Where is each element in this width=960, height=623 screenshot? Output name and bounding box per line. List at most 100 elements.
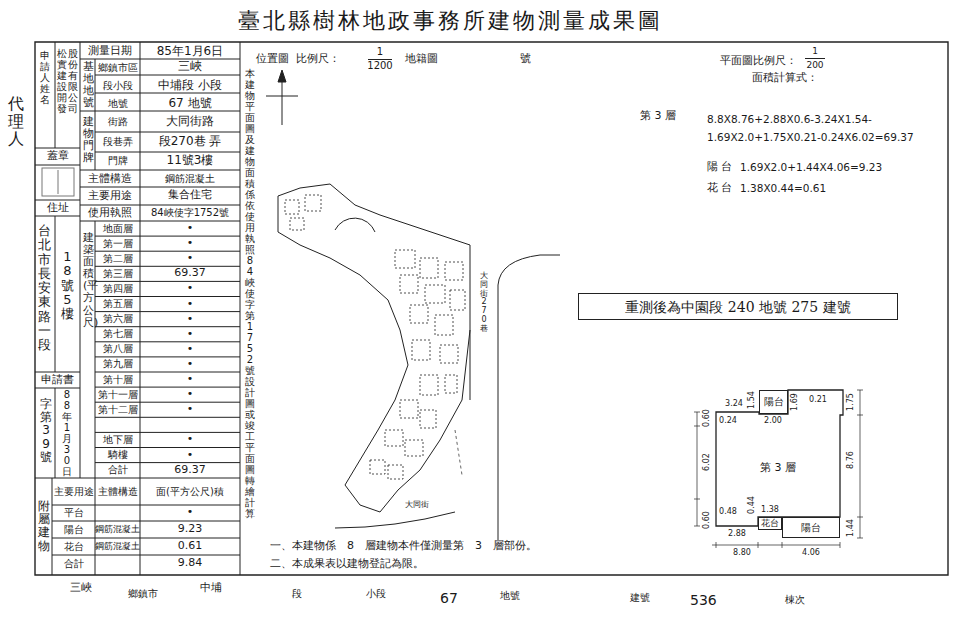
floor-name: 地面層 (103, 223, 133, 234)
map-heading: 位置圖 (256, 52, 289, 65)
floor-name: 第九層 (103, 358, 133, 369)
application-date: 88年1月30日 (62, 389, 72, 477)
field-value-holder: 大同街路 (140, 115, 240, 129)
group-name-holder: 建物門牌 (83, 116, 94, 164)
renumbering-box: 重測後為中園段 240 地號 275 建號 (578, 293, 898, 320)
dimension: 1.69 (790, 393, 799, 411)
table-cell-holder: 陽台 (52, 524, 95, 536)
address-holder: 18號5樓 (61, 250, 74, 321)
area-value: • (187, 505, 194, 518)
floor-name: 第十二層 (98, 404, 138, 415)
scale-value: 1200 (367, 60, 392, 71)
table-cell-holder: 合計 (52, 558, 95, 570)
footer-value-holder: 三峽 (70, 582, 92, 595)
node-text: 陽台 (764, 397, 784, 407)
field-name-holder: 申請書 (35, 374, 80, 387)
dimension: 2.00 (764, 416, 782, 425)
address-holder: 台北市長安東路一段 (38, 224, 51, 353)
dimension: 0.21 (809, 395, 827, 404)
road-edges (335, 255, 560, 540)
formula-name: 花 台 (707, 181, 733, 194)
field-value-holder: 67 地號 (140, 97, 240, 111)
footer-field-holder: 鄉鎮市 (128, 588, 158, 600)
area-value: • (187, 342, 194, 355)
note: 二、本成果表以建物登記為限。 (270, 557, 424, 570)
dimension: 0.48 (719, 507, 737, 516)
north-arrowhead (278, 70, 286, 82)
field-name-holder: 使用執照 (80, 207, 140, 220)
applicant-name: 股份有限公司 (68, 48, 78, 114)
seal-stamp (42, 168, 74, 196)
seal-stamp-divider (58, 170, 59, 194)
dimension-holder: 0.44 (747, 496, 756, 514)
note-holder: 一、本建物係 8 層建物本件僅測量第 3 層部份。 (270, 540, 537, 553)
table-cell: 陽台 (64, 524, 84, 535)
floor-name-holder: 第九層 (95, 358, 140, 370)
floor-name-holder: 第八層 (95, 343, 140, 355)
floor-name: 第 3 層 (760, 461, 796, 474)
field-value: 鋼筋混凝土 (165, 173, 215, 184)
group-name: 附屬建物 (38, 500, 50, 553)
basis-note: 本建物平面圖及建物面積係依使用執照84峽使字第1752號設計圖或竣工平面圖轉繪計… (245, 68, 255, 519)
area-value-holder: • (140, 403, 240, 416)
planter-box: 花台 (758, 517, 782, 530)
floor-name-holder: 第 3 層 (760, 462, 796, 475)
field-name-holder: 蓋章 (35, 150, 80, 163)
table-cell: 鋼筋混凝土 (95, 524, 140, 534)
field-value-holder: 段270巷 弄 (140, 135, 240, 149)
area-value-holder: • (140, 313, 240, 326)
group-name-holder: 基地地號 (83, 61, 94, 109)
field-name: 街路 (108, 116, 128, 127)
field-name: 地號 (108, 98, 128, 109)
field-name: 主要用途 (88, 189, 132, 202)
area-value: • (187, 221, 194, 234)
document-title: 臺北縣樹林地政事務所建物測量成果圖 (238, 8, 663, 33)
field-name: 門牌 (108, 155, 128, 166)
footer-field-holder: 棟次 (785, 594, 805, 606)
area-value: • (187, 402, 194, 415)
dimension-holder: 1.54 (747, 391, 756, 409)
field-name-holder: 段巷弄 (95, 136, 140, 148)
floor-name: 騎樓 (108, 449, 128, 460)
field-value-holder: 中埔段 小段 (140, 79, 240, 93)
floor-name: 第六層 (103, 313, 133, 324)
dimension-holder: 0.60 (702, 511, 711, 529)
field-name: 測量日期 (88, 44, 132, 57)
table-cell-holder: 平台 (52, 507, 95, 519)
floor-name-holder: 第二層 (95, 253, 140, 265)
basis-note-holder: 本建物平面圖及建物面積係依使用執照84峽使字第1752號設計圖或竣工平面圖轉繪計… (245, 68, 255, 519)
area-value: • (187, 297, 194, 310)
field-name: 鄉鎮市區 (98, 62, 138, 73)
footer-field: 棟次 (785, 594, 805, 605)
dimension: 8.76 (846, 451, 855, 469)
formula-name-holder: 花 台 (707, 182, 733, 195)
floor-name: 第三層 (103, 268, 133, 279)
area-value-holder: • (140, 433, 240, 446)
area-formula-holder: 8.8X8.76+2.88X0.6-3.24X1.54- 1.69X2.0+1.… (707, 110, 922, 146)
floor-plan-outline (716, 390, 843, 526)
area-value: • (187, 327, 194, 340)
area-value-holder: • (140, 222, 240, 235)
dimension: 1.44 (846, 519, 855, 537)
area-value: 9.23 (178, 522, 203, 535)
area-value-holder: • (140, 358, 240, 371)
column-head: 面(平方公尺)積 (156, 486, 224, 497)
dimension: 0.24 (719, 416, 737, 425)
map-heading-holder: 號 (520, 53, 531, 66)
road-name: 大同街 (405, 500, 429, 509)
floor-name: 第四層 (103, 283, 133, 294)
group-name-holder: 建築面積(平方公尺) (83, 232, 94, 329)
footer-value: 67 (440, 590, 458, 606)
plan-heading-holder: 面積計算式： (752, 72, 818, 85)
footer-field: 建號 (630, 592, 650, 603)
floor-name-holder: 第十層 (95, 374, 140, 386)
field-name: 申請人姓名 (40, 50, 50, 105)
field-value: 11號3樓 (167, 153, 214, 167)
field-name-holder: 鄉鎮市區 (95, 62, 140, 74)
table-cell: 平台 (64, 507, 84, 518)
plan-heading-holder: 平面圖比例尺： (720, 55, 797, 68)
scale-value-holder: 1 (812, 46, 818, 56)
plan-heading: 平面圖比例尺： (720, 54, 797, 67)
node-text: 重測後為中園段 240 地號 275 建號 (625, 300, 850, 314)
area-value: • (187, 281, 194, 294)
